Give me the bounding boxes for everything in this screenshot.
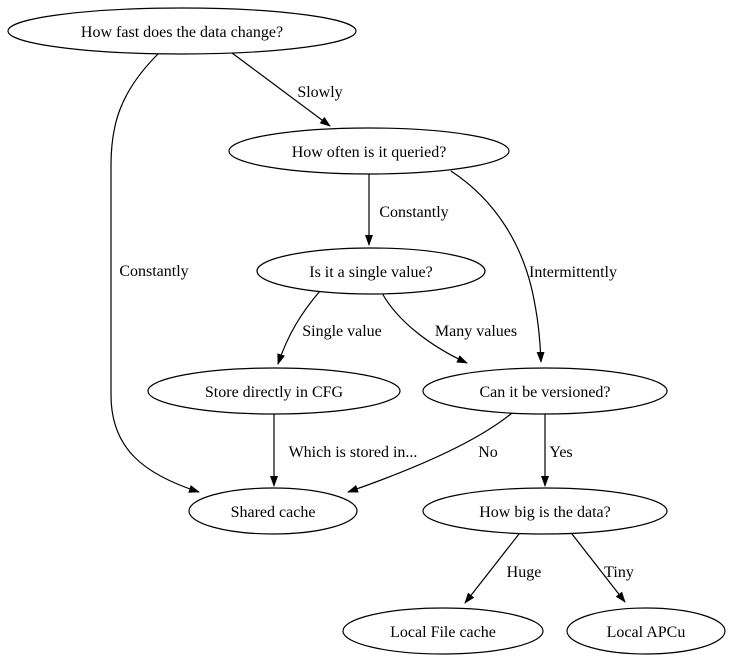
edge-tiny-label: Tiny (604, 564, 634, 581)
node-how-big-label: How big is the data? (479, 504, 611, 521)
edge-intermittently (450, 170, 545, 363)
node-how-fast-label: How fast does the data change? (81, 24, 283, 41)
node-local-apcu: Local APCu (566, 607, 726, 655)
node-versioned-ellipse (422, 367, 668, 415)
node-shared-cache-ellipse (188, 487, 358, 535)
node-store-cfg-ellipse (147, 367, 401, 415)
node-single-value-ellipse (256, 247, 486, 295)
edge-many-values (381, 292, 468, 364)
edge-intermittently-label: Intermittently (529, 264, 617, 281)
edge-constantly-left (110, 53, 200, 493)
node-how-fast-ellipse (7, 7, 357, 55)
edge-slowly-label: Slowly (297, 84, 342, 101)
nodes-layer: How fast does the data change? How often… (7, 7, 726, 655)
node-single-value: Is it a single value? (256, 247, 486, 295)
edge-huge (464, 533, 520, 604)
node-how-often-label: How often is it queried? (292, 144, 447, 161)
edge-single-value (277, 290, 321, 365)
node-how-big-ellipse (422, 487, 668, 535)
edge-constantly-mid-label: Constantly (379, 204, 448, 221)
node-how-big: How big is the data? (422, 487, 668, 535)
node-versioned: Can it be versioned? (422, 367, 668, 415)
node-local-file-label: Local File cache (390, 624, 496, 641)
node-local-apcu-ellipse (566, 607, 726, 655)
edge-tiny (571, 533, 626, 603)
edge-constantly-left-label: Constantly (119, 263, 188, 280)
edge-no-label: No (478, 444, 498, 461)
node-how-fast: How fast does the data change? (7, 7, 357, 55)
node-versioned-label: Can it be versioned? (479, 384, 610, 401)
node-single-value-label: Is it a single value? (309, 264, 433, 281)
node-shared-cache: Shared cache (188, 487, 358, 535)
node-how-often-ellipse (228, 127, 510, 175)
node-local-file: Local File cache (342, 607, 544, 655)
node-store-cfg: Store directly in CFG (147, 367, 401, 415)
edges-layer: Slowly Constantly Constantly Intermitten… (110, 52, 634, 604)
edge-no (347, 412, 513, 493)
node-local-apcu-label: Local APCu (607, 624, 686, 641)
node-shared-cache-label: Shared cache (231, 504, 316, 521)
node-store-cfg-label: Store directly in CFG (205, 384, 344, 401)
edge-slowly (231, 52, 331, 127)
node-local-file-ellipse (342, 607, 544, 655)
edge-huge-label: Huge (507, 564, 542, 581)
edge-many-values-label: Many values (435, 323, 517, 340)
node-how-often: How often is it queried? (228, 127, 510, 175)
edge-yes-label: Yes (549, 444, 572, 461)
edge-single-value-label: Single value (302, 323, 382, 340)
edge-which-stored-label: Which is stored in... (289, 444, 418, 461)
